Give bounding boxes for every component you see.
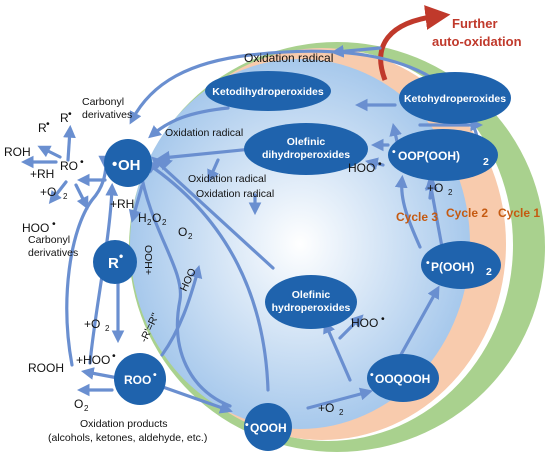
node-p-ooh2: • P(OOH) 2 [421,241,501,289]
node-r: R • [93,240,137,284]
svg-text:•: • [68,108,72,120]
label-oxidation-radical-top: Oxidation radical [244,51,333,65]
svg-text:•: • [112,156,117,173]
node-oop-ooh2: • OOP(OOH) 2 [388,129,498,181]
svg-text:2: 2 [483,156,489,168]
label-plus-rh-left: +RH [30,167,54,181]
label-oxidation-radical-low1: Oxidation radical [188,173,266,185]
label-carbonyl-top-1: Carbonyl [82,96,124,108]
label-h2o2: H [138,211,147,225]
svg-text:2: 2 [105,324,110,333]
svg-text:2: 2 [84,404,89,413]
svg-text:•: • [381,313,385,325]
label-ro-dot: RO [60,159,78,173]
svg-text:OH: OH [118,157,141,174]
svg-text:•: • [46,118,50,130]
auto-oxidation-label: auto-oxidation [432,34,522,49]
svg-text:OOQOOH: OOQOOH [375,372,430,386]
node-olefinic-dihydroperoxides: Olefinic dihydroperoxides [244,123,368,175]
label-plus-rh-mid: +RH [110,197,134,211]
node-oh: • OH [104,139,152,187]
label-hoo-right: HOO [351,316,378,330]
svg-text:•: • [370,369,374,381]
node-olefinic-hydroperoxides: Olefinic hydroperoxides [265,275,357,329]
svg-text:O: O [152,211,161,225]
svg-text:•: • [378,158,382,170]
svg-text:Ketodihydroperoxides: Ketodihydroperoxides [212,86,324,98]
further-label: Further [452,16,498,31]
svg-text:•: • [80,156,84,168]
svg-text:hydroperoxides: hydroperoxides [272,302,351,314]
node-roo: ROO • [114,353,166,405]
svg-text:•: • [153,369,157,381]
further-auto-oxidation-arrow [378,5,451,81]
svg-text:•: • [426,257,430,269]
svg-text:QOOH: QOOH [250,421,287,435]
node-qooh: • QOOH [244,403,292,451]
label-carbonyl-bot-2: derivatives [28,247,78,259]
svg-text:Olefinic: Olefinic [287,136,326,148]
svg-text:•: • [245,419,249,431]
label-plus-o2-lower: +O [84,317,100,331]
label-o2-bottom: O [74,397,83,411]
label-oxidation-radical-low2: Oxidation radical [196,188,274,200]
label-carbonyl-top-2: derivatives [82,109,132,121]
svg-text:2: 2 [486,266,492,278]
label-plus-o2-right: +O [427,181,443,195]
svg-text:2: 2 [448,188,453,197]
label-o2-mid: O [178,225,187,239]
svg-text:•: • [112,350,116,362]
label-cycle2: Cycle 2 [446,206,488,220]
svg-text:ROO: ROO [124,373,151,387]
svg-text:2: 2 [147,218,152,227]
label-rooh: ROOH [28,361,64,375]
label-cycle3: Cycle 3 [396,210,438,224]
label-plus-o2-left: +O [40,185,56,199]
svg-text:dihydroperoxides: dihydroperoxides [262,149,350,161]
node-ketohydroperoxides: Ketohydroperoxides [399,72,511,124]
svg-text:Ketohydroperoxides: Ketohydroperoxides [404,93,506,105]
label-hoo-center: HOO [348,161,375,175]
label-plus-o2-bottom: +O [318,401,334,415]
label-oxidation-radical-mid: Oxidation radical [165,127,243,139]
svg-text:•: • [52,218,56,230]
label-plus-hoo-bottom: +HOO [76,353,110,367]
svg-text:2: 2 [162,218,167,227]
svg-text:OOP(OOH): OOP(OOH) [398,149,460,163]
svg-text:2: 2 [188,232,193,241]
label-plus-hoo-rotated: +HOO [143,245,155,275]
svg-text:2: 2 [339,408,344,417]
label-roh: ROH [4,145,31,159]
label-cycle1: Cycle 1 [498,206,540,220]
label-ox-products-1: Oxidation products [80,418,168,430]
label-ox-products-2: (alcohols, ketones, aldehyde, etc.) [48,432,207,444]
svg-text:R: R [108,255,119,272]
label-r-dot-2: R [60,111,69,125]
label-hoo-left: HOO [22,221,49,235]
node-ooqooh: • OOQOOH [367,354,439,402]
svg-text:Olefinic: Olefinic [292,289,331,301]
label-r-dot-1: R [38,121,47,135]
svg-text:2: 2 [63,192,68,201]
node-ketodihydroperoxides: Ketodihydroperoxides [205,71,331,111]
label-carbonyl-bot-1: Carbonyl [28,234,70,246]
svg-text:•: • [119,249,123,263]
svg-text:•: • [392,146,396,158]
svg-text:P(OOH): P(OOH) [431,260,474,274]
